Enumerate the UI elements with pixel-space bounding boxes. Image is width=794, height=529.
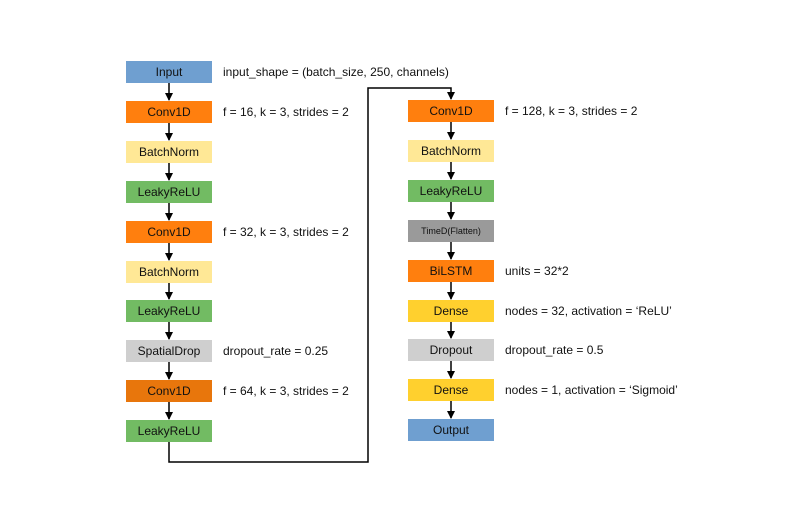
layer-dropout-box: Dropout	[408, 339, 494, 361]
layer-spatialdrop-box: SpatialDrop	[126, 340, 212, 362]
layer-output-box: Output	[408, 419, 494, 441]
layer-batchnorm-box: BatchNorm	[126, 141, 212, 163]
layer-bilstm-params: units = 32*2	[505, 264, 569, 278]
layer-input-params: input_shape = (batch_size, 250, channels…	[223, 65, 449, 79]
layer-batchnorm-box: BatchNorm	[408, 140, 494, 162]
layer-dense-box: Dense	[408, 379, 494, 401]
layer-bilstm-box: BiLSTM	[408, 260, 494, 282]
layer-conv1d-box: Conv1D	[408, 100, 494, 122]
layer-conv1d-params: f = 64, k = 3, strides = 2	[223, 384, 349, 398]
layer-leakyrelu-box: LeakyReLU	[408, 180, 494, 202]
column-bridge-connector	[168, 87, 455, 463]
layer-timed-flatten-box: TimeD(Flatten)	[408, 220, 494, 242]
layer-conv1d-params: f = 128, k = 3, strides = 2	[505, 104, 638, 118]
layer-batchnorm-box: BatchNorm	[126, 261, 212, 283]
layer-dense-box: Dense	[408, 300, 494, 322]
layer-conv1d-box: Conv1D	[126, 221, 212, 243]
layer-conv1d-params: f = 32, k = 3, strides = 2	[223, 225, 349, 239]
layer-dropout-params: dropout_rate = 0.5	[505, 343, 604, 357]
layer-leakyrelu-box: LeakyReLU	[126, 300, 212, 322]
layer-dense-params: nodes = 1, activation = ‘Sigmoid’	[505, 383, 678, 397]
layer-conv1d-box: Conv1D	[126, 380, 212, 402]
layer-input-box: Input	[126, 61, 212, 83]
layer-spatialdrop-params: dropout_rate = 0.25	[223, 344, 329, 358]
layer-dense-params: nodes = 32, activation = ‘ReLU’	[505, 304, 672, 318]
layer-leakyrelu-box: LeakyReLU	[126, 181, 212, 203]
layer-conv1d-box: Conv1D	[126, 101, 212, 123]
layer-leakyrelu-box: LeakyReLU	[126, 420, 212, 442]
layer-conv1d-params: f = 16, k = 3, strides = 2	[223, 105, 349, 119]
